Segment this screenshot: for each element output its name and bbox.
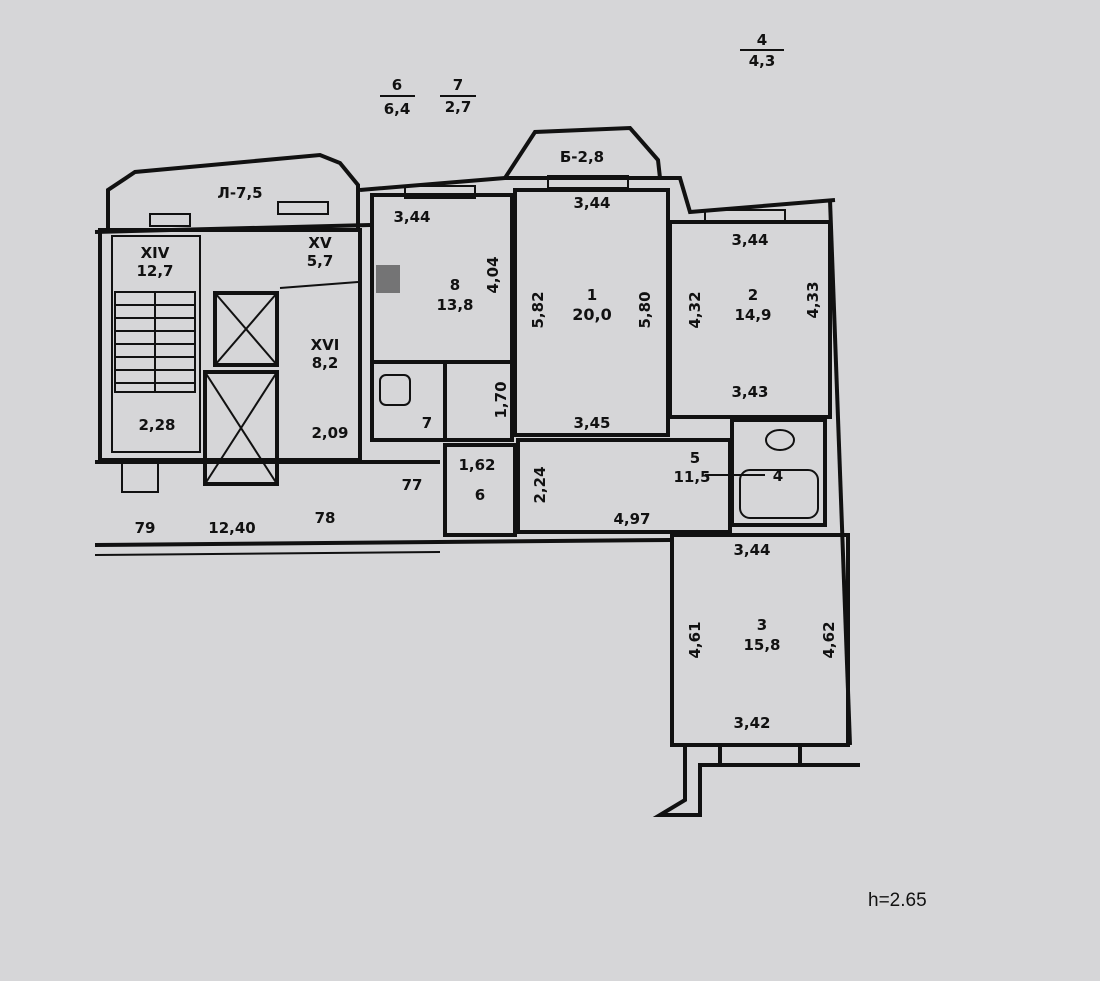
room2-left: 4,32 (686, 291, 704, 328)
apt6-number: 6 (392, 76, 402, 94)
room2-bottom: 3,43 (731, 383, 768, 401)
room3-left: 4,61 (686, 621, 704, 658)
room2-number: 2 (748, 286, 758, 304)
room6-number: 6 (475, 486, 485, 504)
apt6-area: 6,4 (384, 100, 411, 118)
corridor-length: 12,40 (208, 519, 255, 537)
room3-right: 4,62 (820, 621, 838, 658)
xv-number: XV (308, 234, 332, 252)
staircase (114, 291, 196, 393)
apt4-area: 4,3 (749, 52, 776, 70)
room5-length: 4,97 (613, 510, 650, 528)
room1-number: 1 (587, 286, 597, 304)
xiv-area: 12,7 (136, 262, 173, 280)
room3-top: 3,44 (733, 541, 770, 559)
balcony-label: Б-2,8 (560, 148, 604, 166)
room1-bottom: 3,45 (573, 414, 610, 432)
room3-area: 15,8 (743, 636, 780, 654)
corridor-78: 78 (315, 509, 336, 527)
apt7-number: 7 (453, 76, 463, 94)
room3-bottom: 3,42 (733, 714, 770, 732)
apt7-area: 2,7 (445, 98, 472, 116)
room8-side: 4,04 (484, 256, 502, 293)
room6-width: 1,62 (458, 456, 495, 474)
xiv-width: 2,28 (138, 416, 175, 434)
room2-area: 14,9 (734, 306, 771, 324)
room5-number: 5 (690, 449, 700, 467)
room1-left: 5,82 (529, 291, 547, 328)
room4-number: 4 (773, 467, 783, 485)
room5-side: 2,24 (531, 466, 549, 503)
xvi-width: 2,09 (311, 424, 348, 442)
walls (94, 125, 860, 817)
apt4-number: 4 (757, 31, 767, 49)
room5-area: 11,5 (673, 468, 710, 486)
room8-number: 8 (450, 276, 460, 294)
xvi-number: XVI (311, 336, 340, 354)
room3-number: 3 (757, 616, 767, 634)
room2-top: 3,44 (731, 231, 768, 249)
loggia-label: Л-7,5 (217, 184, 262, 202)
room7-side: 1,70 (492, 381, 510, 418)
room8-area: 13,8 (436, 296, 473, 314)
room1-right: 5,80 (636, 291, 654, 328)
xv-area: 5,7 (307, 252, 334, 270)
room1-top: 3,44 (573, 194, 610, 212)
ceiling-height: h=2.65 (868, 890, 927, 911)
room2-right: 4,33 (804, 281, 822, 318)
corridor-79: 79 (135, 519, 156, 537)
door-77: 77 (402, 476, 423, 494)
xvi-area: 8,2 (312, 354, 339, 372)
room1-area: 20,0 (572, 305, 611, 324)
elevator-shafts (203, 281, 359, 486)
room8-top: 3,44 (393, 208, 430, 226)
room7-number: 7 (422, 414, 432, 432)
xiv-number: XIV (141, 244, 170, 262)
